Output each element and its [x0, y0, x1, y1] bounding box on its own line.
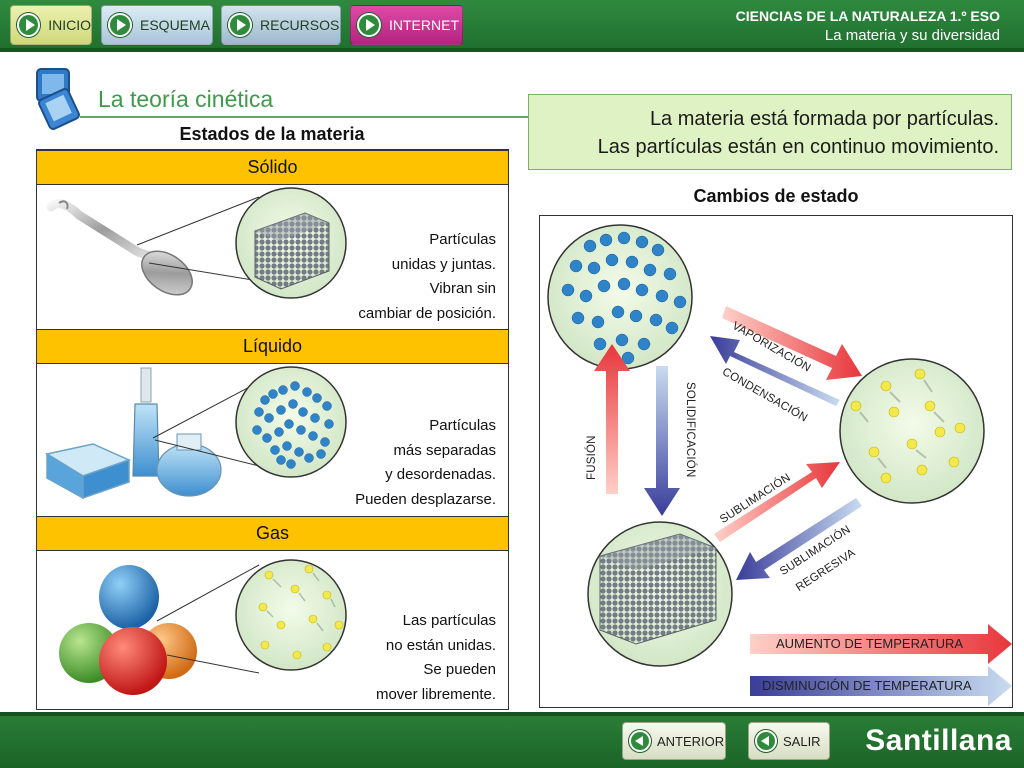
- anterior-button[interactable]: ANTERIOR: [622, 722, 726, 760]
- info-line-2: Las partículas están en continuo movimie…: [597, 136, 999, 158]
- solid-line: Vibran sin: [429, 280, 496, 297]
- solid-line: unidas y juntas.: [391, 255, 496, 273]
- gas-header: Gas: [37, 516, 508, 551]
- inicio-label: INICIO: [48, 17, 91, 33]
- back-arrow-icon: [755, 730, 777, 752]
- info-line-1: La materia está formada por partículas.: [649, 108, 999, 130]
- aumento-label: AUMENTO DE TEMPERATURA: [776, 636, 964, 651]
- gas-line: no están unidas.: [385, 636, 496, 654]
- gas-description: Las partículas no están unidas. Se puede…: [376, 609, 496, 707]
- footer-bar: ANTERIOR SALIR Santillana: [0, 712, 1024, 768]
- anterior-label: ANTERIOR: [657, 733, 725, 749]
- solid-line: cambiar de posición.: [358, 304, 496, 322]
- solid-description: Partículas unidas y juntas. Vibran sin c…: [358, 228, 496, 326]
- internet-label: INTERNET: [389, 17, 459, 33]
- play-icon: [17, 13, 41, 37]
- play-icon: [108, 13, 132, 37]
- play-icon: [357, 13, 381, 37]
- liquid-line: Partículas: [429, 417, 496, 434]
- gas-line: Se pueden: [423, 661, 496, 678]
- liquid-line: Pueden desplazarse.: [355, 490, 496, 508]
- liquid-line: más separadas: [393, 441, 496, 459]
- states-title: Estados de la materia: [179, 124, 365, 144]
- esquema-button[interactable]: ESQUEMA: [101, 5, 213, 45]
- solid-illustration: [46, 187, 347, 299]
- disminucion-label: DISMINUCIÓN DE TEMPERATURA: [762, 678, 972, 693]
- states-table: Sólido Partícul: [36, 149, 509, 710]
- changes-graphic: [547, 224, 1012, 706]
- changes-title: Cambios de estado: [693, 186, 859, 206]
- internet-button[interactable]: INTERNET: [350, 5, 463, 45]
- section-icon: [36, 68, 80, 130]
- esquema-label: ESQUEMA: [140, 17, 211, 33]
- liquid-line: y desordenadas.: [385, 466, 496, 483]
- inicio-button[interactable]: INICIO: [10, 5, 92, 45]
- key-idea-box: La materia está formada por partículas. …: [528, 94, 1012, 170]
- play-icon: [228, 13, 252, 37]
- gas-illustration: [59, 559, 347, 695]
- liquid-header: Líquido: [37, 329, 508, 364]
- fusion-label: FUSIÓN: [586, 435, 598, 480]
- gas-line: Las partículas: [402, 612, 496, 629]
- salir-button[interactable]: SALIR: [748, 722, 830, 760]
- liquid-description: Partículas más separadas y desordenadas.…: [355, 414, 496, 512]
- recursos-label: RECURSOS: [260, 17, 340, 33]
- back-arrow-icon: [629, 730, 651, 752]
- brand-logo: Santillana: [865, 724, 1012, 757]
- changes-diagram: VAPORIZACIÓN CONDENSACIÓN FUSIÓN SOLIDIF…: [539, 215, 1013, 708]
- liquid-illustration: [45, 366, 347, 500]
- page-title: La teoría cinética: [98, 86, 274, 112]
- gas-line: mover libremente.: [375, 685, 496, 703]
- solid-header: Sólido: [37, 150, 508, 185]
- solidificacion-label: SOLIDIFICACIÓN: [684, 382, 696, 478]
- recursos-button[interactable]: RECURSOS: [221, 5, 341, 45]
- solid-line: Partículas: [429, 231, 496, 248]
- course-title: CIENCIAS DE LA NATURALEZA 1.º ESO: [735, 8, 1000, 24]
- title-underline: [80, 116, 528, 118]
- top-bar: INICIO ESQUEMA RECURSOS INTERNET CIENCIA…: [0, 0, 1024, 52]
- course-info: CIENCIAS DE LA NATURALEZA 1.º ESO La mat…: [736, 8, 1000, 44]
- salir-label: SALIR: [783, 733, 821, 749]
- course-subtitle: La materia y su diversidad: [824, 27, 1000, 44]
